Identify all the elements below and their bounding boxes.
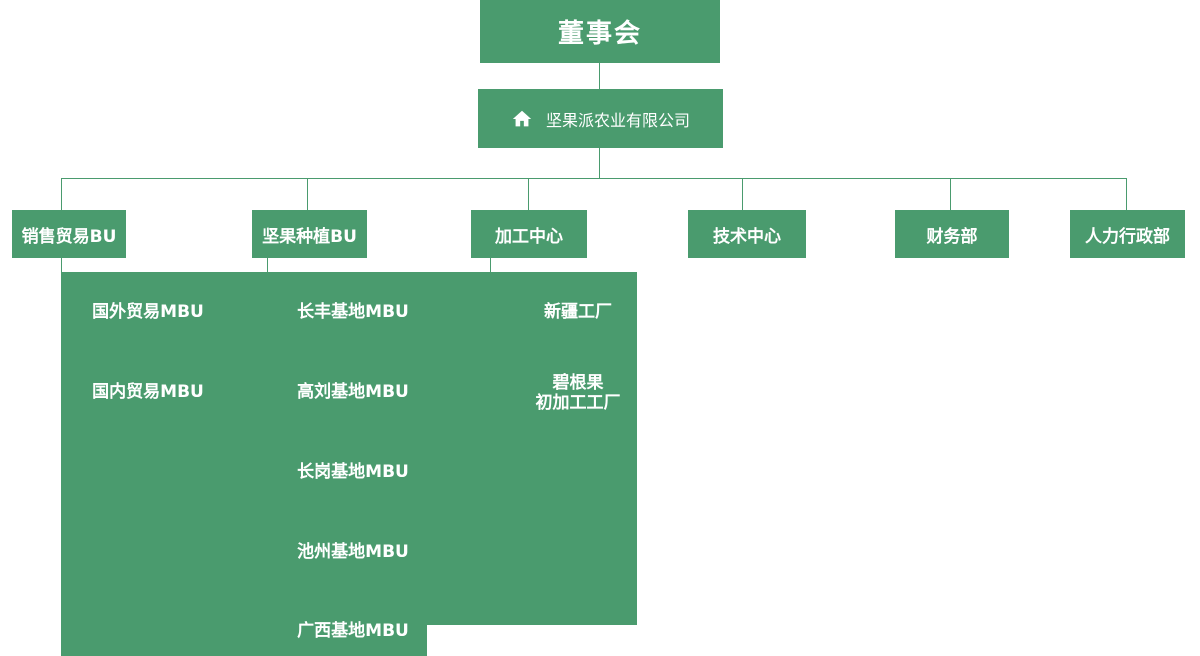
connector-drop-nut-planting [307, 178, 308, 210]
dept-label: 加工中心 [495, 226, 563, 247]
connector-company-rail [599, 148, 600, 179]
node-dept-processing-center[interactable]: 加工中心 [471, 210, 587, 258]
connector-rail [61, 178, 1127, 179]
connector-drop-processing-center [528, 178, 529, 210]
sub-unit-guangxi-base-mbu[interactable]: 广西基地MBU [297, 621, 409, 641]
node-dept-sales-trade[interactable]: 销售贸易BU [12, 210, 126, 258]
connector-drop-planting-children [267, 258, 268, 272]
dept-label: 坚果种植BU [262, 226, 357, 247]
connector-board-company [599, 63, 600, 89]
board-label: 董事会 [557, 19, 642, 49]
connector-drop-sales-children [61, 258, 62, 272]
node-dept-hr-admin[interactable]: 人力行政部 [1070, 210, 1185, 258]
connector-drop-hr-admin [1126, 178, 1127, 210]
sub-unit-pecan-processing-factory[interactable]: 碧根果 初加工工厂 [535, 373, 621, 413]
sub-unit-xinjiang-factory[interactable]: 新疆工厂 [544, 302, 612, 322]
dept-label: 人力行政部 [1085, 226, 1170, 247]
node-company[interactable]: 坚果派农业有限公司 [478, 89, 723, 148]
children-panel-extension [61, 625, 427, 656]
dept-label: 销售贸易BU [21, 226, 117, 247]
sub-unit-overseas-trade-mbu[interactable]: 国外贸易MBU [92, 302, 204, 322]
children-panel [61, 272, 637, 625]
dept-label: 技术中心 [713, 226, 781, 247]
connector-drop-sales-trade [61, 178, 62, 210]
node-dept-finance[interactable]: 财务部 [895, 210, 1009, 258]
sub-unit-chizhou-base-mbu[interactable]: 池州基地MBU [297, 542, 409, 562]
dept-label: 财务部 [926, 226, 978, 247]
connector-drop-processing-children [490, 258, 491, 272]
sub-unit-gaoliu-base-mbu[interactable]: 高刘基地MBU [297, 382, 409, 402]
node-dept-tech-center[interactable]: 技术中心 [688, 210, 806, 258]
connector-drop-finance [950, 178, 951, 210]
sub-unit-domestic-trade-mbu[interactable]: 国内贸易MBU [92, 382, 204, 402]
home-icon [512, 110, 532, 126]
company-label: 坚果派农业有限公司 [545, 110, 690, 130]
node-board[interactable]: 董事会 [480, 0, 720, 63]
connector-drop-tech-center [742, 178, 743, 210]
sub-unit-changgang-base-mbu[interactable]: 长岗基地MBU [297, 462, 409, 482]
node-dept-nut-planting[interactable]: 坚果种植BU [252, 210, 367, 258]
sub-unit-changfeng-base-mbu[interactable]: 长丰基地MBU [297, 302, 409, 322]
